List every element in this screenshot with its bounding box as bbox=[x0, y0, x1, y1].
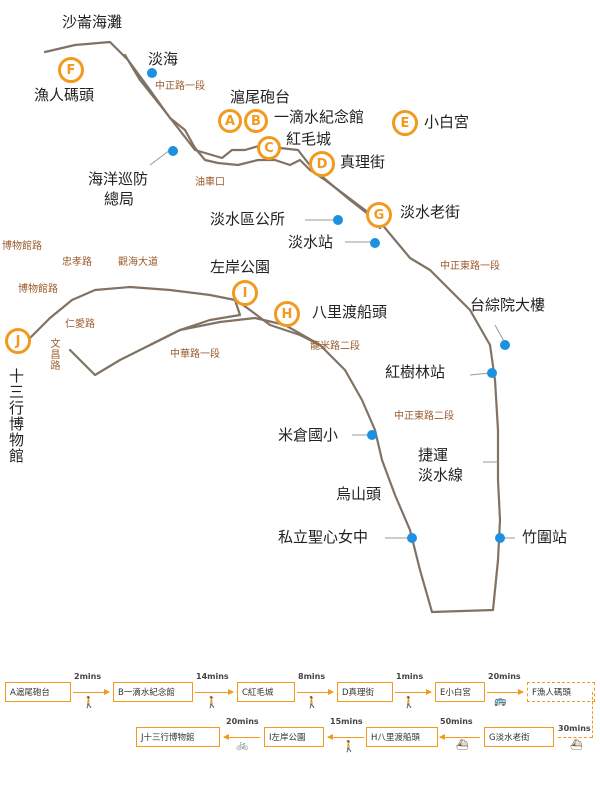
route-time-c-d: 8mins bbox=[298, 672, 326, 681]
place-coastguard-line2: 總局 bbox=[104, 190, 135, 208]
stop-shengxin[interactable] bbox=[407, 533, 417, 543]
route-time-e-f: 20mins bbox=[488, 672, 521, 681]
route-time-g-h: 50mins bbox=[440, 717, 473, 726]
walk-icon: 🚶 bbox=[342, 740, 356, 753]
place-hobe-fort: 滬尾砲台 bbox=[230, 88, 291, 106]
badge-d-truth-street[interactable]: D bbox=[309, 151, 335, 177]
place-little-white-house: 小白宮 bbox=[424, 113, 470, 131]
route-step-g[interactable]: G淡水老街 bbox=[484, 727, 554, 747]
route-arrow-i-j bbox=[223, 733, 260, 740]
road-wenchang: 文昌路 bbox=[48, 338, 59, 371]
leader-hongshulin bbox=[469, 372, 491, 376]
badge-i-left-bank[interactable]: I bbox=[232, 280, 258, 306]
mrt-line-label-1: 捷運 bbox=[418, 446, 449, 464]
bicycle-icon: 🚲 bbox=[236, 740, 249, 751]
route-step-b[interactable]: B一滴水紀念館 bbox=[113, 682, 193, 702]
place-tamsui-station: 淡水站 bbox=[288, 233, 334, 251]
place-district-office: 淡水區公所 bbox=[210, 210, 286, 228]
route-step-j[interactable]: J十三行博物館 bbox=[136, 727, 220, 747]
place-fort-santo-domingo: 紅毛城 bbox=[286, 130, 332, 148]
stop-micang[interactable] bbox=[367, 430, 377, 440]
place-shisanhang-museum: 十三行博物館 bbox=[7, 368, 25, 464]
road-zhongzheng-east-1: 中正東路一段 bbox=[440, 261, 500, 272]
riverbank-bali-2 bbox=[148, 316, 322, 347]
route-arrow-e-f bbox=[487, 688, 524, 695]
route-step-h[interactable]: H八里渡船頭 bbox=[366, 727, 438, 747]
route-connector-f-g bbox=[592, 692, 593, 738]
route-arrow-a-b bbox=[73, 688, 110, 695]
road-youchekou: 油車口 bbox=[195, 177, 225, 188]
stop-danhai[interactable] bbox=[147, 68, 157, 78]
place-left-bank-park: 左岸公園 bbox=[210, 258, 271, 276]
road-guanhai-blvd: 觀海大道 bbox=[118, 257, 158, 268]
place-zhuwei-station: 竹圍站 bbox=[522, 528, 568, 546]
stop-zhuwei[interactable] bbox=[495, 533, 505, 543]
road-zhongxiao: 忠孝路 bbox=[62, 257, 92, 268]
route-step-a[interactable]: A滬尾砲台 bbox=[5, 682, 71, 702]
route-arrow-d-e bbox=[395, 688, 432, 695]
road-zhongzheng-1-north: 中正路一段 bbox=[155, 81, 205, 92]
place-wushantou: 烏山頭 bbox=[336, 485, 382, 503]
riverbank-bali bbox=[234, 298, 434, 614]
place-shalun-beach: 沙崙海灘 bbox=[62, 13, 123, 31]
place-hongshulin-station: 紅樹林站 bbox=[385, 363, 446, 381]
mrt-line-label-2: 淡水線 bbox=[418, 466, 464, 484]
route-time-d-e: 1mins bbox=[396, 672, 424, 681]
stop-tamsui-station[interactable] bbox=[370, 238, 380, 248]
road-museum: 博物館路 bbox=[18, 284, 58, 295]
walk-icon: 🚶 bbox=[305, 696, 319, 709]
badge-b-museum[interactable]: B bbox=[244, 109, 268, 133]
route-connector-f-g-bottom bbox=[558, 737, 592, 738]
place-sacred-heart-girls: 私立聖心女中 bbox=[278, 528, 369, 546]
coastline-inner bbox=[123, 53, 382, 230]
road-zhonghua-1: 中華路一段 bbox=[170, 349, 220, 360]
badge-j-shisanhang[interactable]: J bbox=[5, 328, 31, 354]
boat-icon: ⛴ bbox=[570, 740, 583, 751]
route-arrow-b-c bbox=[195, 688, 234, 695]
route-arrow-c-d bbox=[297, 688, 334, 695]
road-zhongzheng-east-2: 中正東路二段 bbox=[394, 411, 454, 422]
place-fisherman-wharf: 漁人碼頭 bbox=[34, 86, 95, 104]
badge-c-red-castle[interactable]: C bbox=[257, 136, 281, 160]
route-step-d[interactable]: D真理街 bbox=[337, 682, 393, 702]
place-danhai: 淡海 bbox=[148, 50, 179, 68]
walk-icon: 🚶 bbox=[205, 696, 219, 709]
badge-a-fort[interactable]: A bbox=[218, 109, 242, 133]
place-truth-street: 真理街 bbox=[340, 153, 386, 171]
stop-district-office[interactable] bbox=[333, 215, 343, 225]
road-renai: 仁愛路 bbox=[65, 319, 95, 330]
place-taipower-building: 台綜院大樓 bbox=[470, 296, 546, 314]
route-arrow-g-h bbox=[439, 733, 480, 740]
stop-coastguard[interactable] bbox=[168, 146, 178, 156]
road-museum-top: 博物館路 bbox=[2, 241, 42, 252]
route-time-f-g: 30mins bbox=[558, 724, 591, 733]
route-step-c[interactable]: C紅毛城 bbox=[237, 682, 295, 702]
walk-icon: 🚶 bbox=[402, 696, 416, 709]
place-old-street: 淡水老街 bbox=[400, 203, 461, 221]
route-arrow-h-i bbox=[327, 733, 364, 740]
badge-h-bali-pier[interactable]: H bbox=[274, 301, 300, 327]
bus-icon: 🚌 bbox=[494, 696, 507, 707]
badge-e-white-house[interactable]: E bbox=[392, 110, 418, 136]
badge-g-old-street[interactable]: G bbox=[366, 202, 392, 228]
route-time-h-i: 15mins bbox=[330, 717, 363, 726]
coastline-south bbox=[26, 285, 242, 377]
route-time-b-c: 14mins bbox=[196, 672, 229, 681]
place-drop-of-water-museum: 一滴水紀念館 bbox=[274, 108, 365, 126]
boat-icon: ⛴ bbox=[456, 740, 469, 751]
road-longmi-2: 龍米路二段 bbox=[310, 341, 360, 352]
badge-f-fisherman[interactable]: F bbox=[58, 57, 84, 83]
walk-icon: 🚶 bbox=[82, 696, 96, 709]
route-step-e[interactable]: E小白宮 bbox=[435, 682, 485, 702]
route-step-f[interactable]: F漁人碼頭 bbox=[527, 682, 595, 702]
leader-coastguard bbox=[149, 149, 171, 166]
stop-hongshulin[interactable] bbox=[487, 368, 497, 378]
route-time-i-j: 20mins bbox=[226, 717, 259, 726]
place-coastguard-line1: 海洋巡防 bbox=[88, 170, 149, 188]
place-micang-elementary: 米倉國小 bbox=[278, 426, 339, 444]
stop-taipower[interactable] bbox=[500, 340, 510, 350]
route-time-a-b: 2mins bbox=[74, 672, 102, 681]
place-bali-ferry-pier: 八里渡船頭 bbox=[312, 303, 388, 321]
route-step-i[interactable]: I左岸公園 bbox=[264, 727, 324, 747]
